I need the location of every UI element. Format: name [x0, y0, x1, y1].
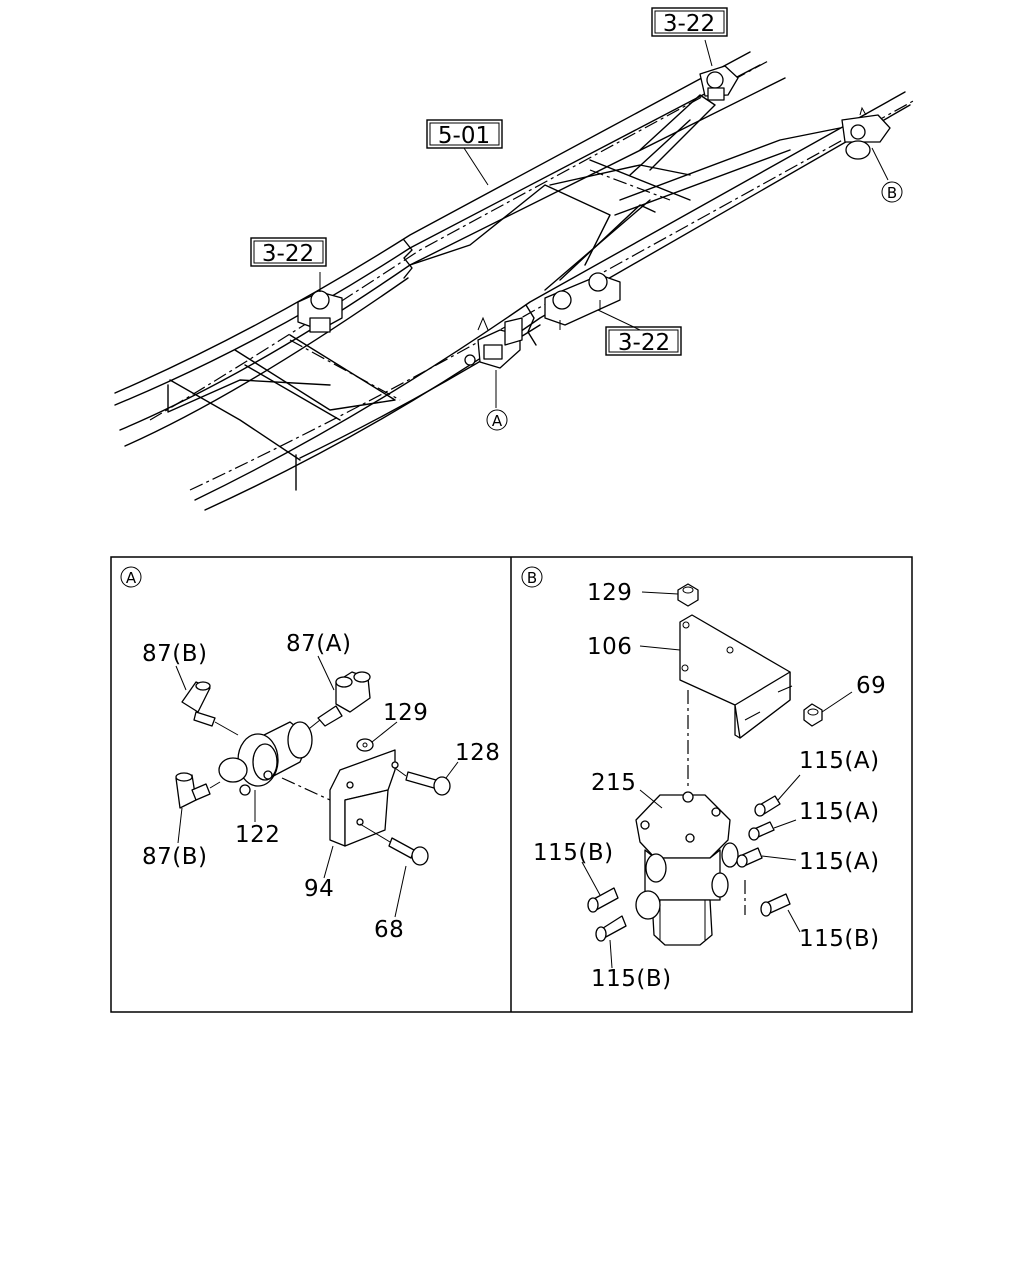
label-215: 215	[591, 770, 636, 796]
relay-valve-215	[635, 791, 746, 946]
elbow-fitting-87b-top	[181, 681, 239, 736]
label-68: 68	[374, 917, 404, 943]
label-115b-3: 115(B)	[591, 966, 672, 992]
ref-box-label: 3-22	[618, 330, 670, 356]
double-check-valve-122	[218, 721, 313, 796]
ref-box-label: 5-01	[438, 123, 490, 149]
relay-valve-b	[841, 106, 891, 181]
callout-b[interactable]: B	[881, 181, 903, 203]
ref-box-label: 3-22	[663, 11, 715, 37]
fitting-115a-3	[736, 847, 763, 868]
brake-chamber-mount-left	[297, 272, 343, 333]
callout-a[interactable]: A	[486, 409, 508, 431]
brake-chamber-mount-rear	[699, 39, 739, 101]
callout-label: A	[492, 412, 503, 430]
nut-69	[803, 703, 823, 727]
bolt-68	[359, 823, 429, 866]
bracket-106	[679, 614, 793, 739]
label-87b-top: 87(B)	[142, 641, 208, 667]
fitting-115b-3	[760, 893, 791, 917]
ref-box-5-01[interactable]: 5-01	[426, 119, 503, 186]
label-115b-2: 115(B)	[799, 926, 880, 952]
fitting-115b-2	[595, 915, 627, 942]
nut-129	[356, 738, 374, 752]
svg-text:B: B	[527, 569, 537, 587]
ref-box-3-22-top[interactable]: 3-22	[651, 7, 728, 37]
fitting-115a-2	[748, 821, 775, 841]
label-115b-1: 115(B)	[533, 840, 614, 866]
panel-a: A	[120, 566, 500, 943]
label-87b-bottom: 87(B)	[142, 844, 208, 870]
fitting-115a-1	[754, 795, 781, 817]
nut-129-b	[677, 583, 699, 607]
label-115a-2: 115(A)	[799, 799, 880, 825]
panel-b: B	[521, 566, 886, 992]
ref-box-3-22-right[interactable]: 3-22	[605, 326, 682, 356]
label-128: 128	[455, 740, 500, 766]
valve-bracket-a	[464, 316, 523, 408]
svg-text:A: A	[126, 569, 137, 587]
panel-a-tag: A	[120, 566, 142, 588]
label-87a: 87(A)	[286, 631, 351, 657]
label-129: 129	[383, 700, 428, 726]
label-106: 106	[587, 634, 632, 660]
elbow-fitting-87b-bottom	[175, 772, 221, 809]
label-115a-3: 115(A)	[799, 849, 880, 875]
ref-box-3-22-left[interactable]: 3-22	[250, 237, 327, 267]
ref-box-label: 3-22	[262, 241, 314, 267]
label-122: 122	[235, 822, 280, 848]
callout-label: B	[887, 184, 897, 202]
bracket-94	[281, 749, 399, 847]
brake-chamber-mount-right	[544, 272, 641, 331]
label-129-b: 129	[587, 580, 632, 606]
label-94: 94	[304, 876, 334, 902]
panel-b-tag: B	[521, 566, 543, 588]
label-69: 69	[856, 673, 886, 699]
bolt-128	[394, 767, 451, 796]
label-115a-1: 115(A)	[799, 748, 880, 774]
fitting-115b-1	[587, 887, 619, 913]
elbow-fitting-87a	[304, 671, 371, 733]
chassis-frame	[114, 51, 916, 511]
